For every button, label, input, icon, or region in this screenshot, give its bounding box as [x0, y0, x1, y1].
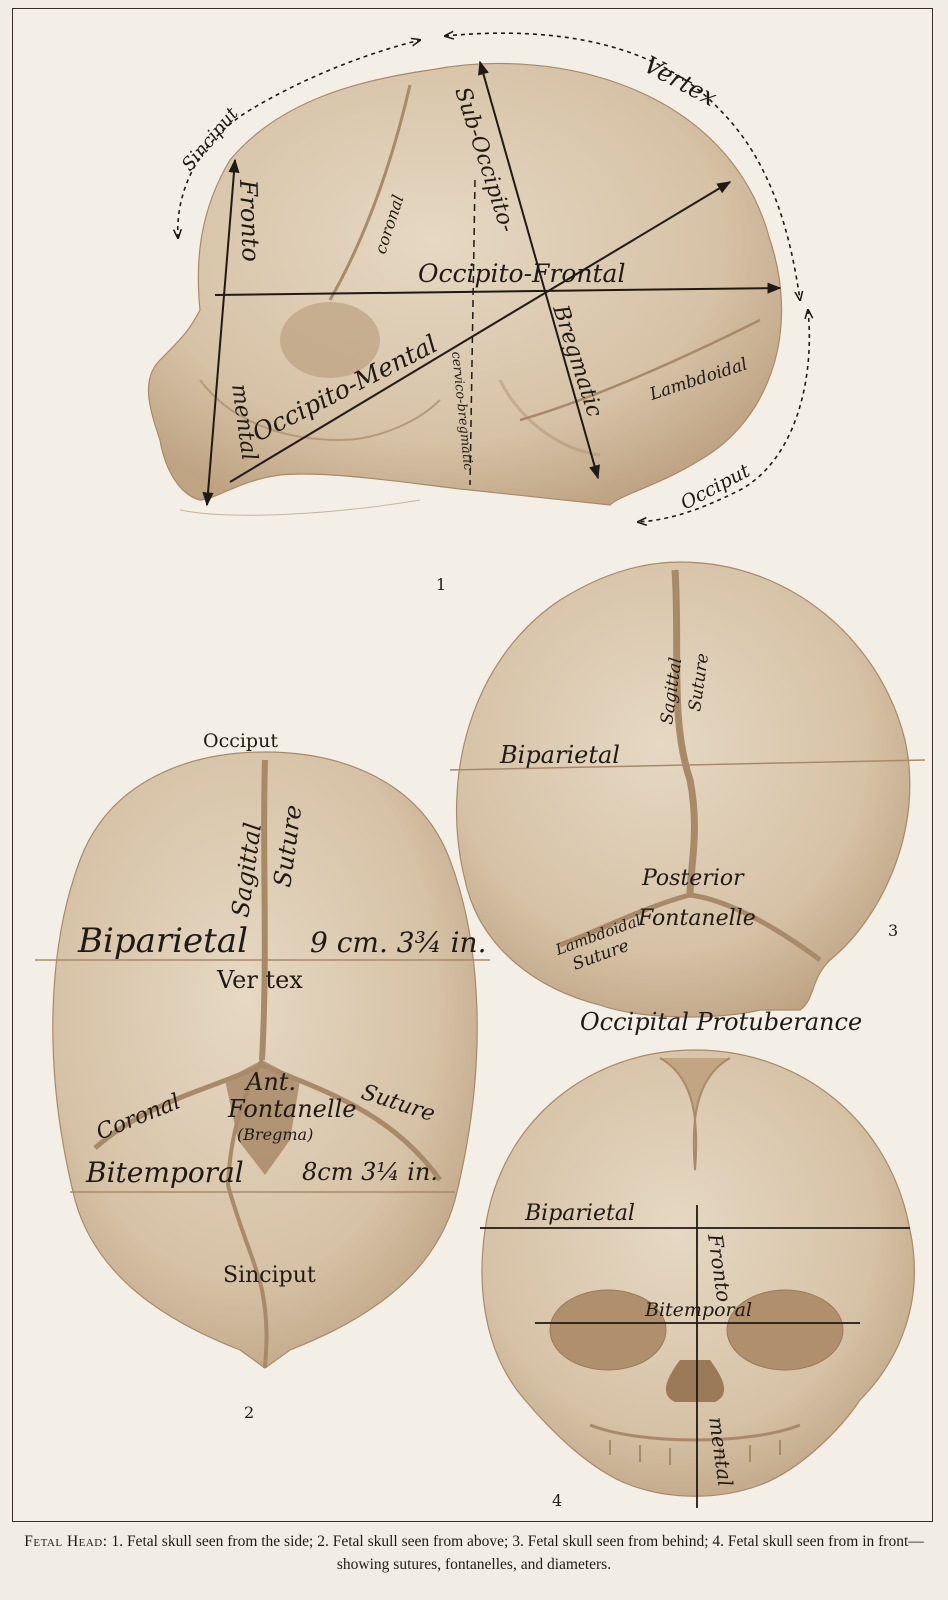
nasal-opening: [665, 1360, 725, 1402]
label-bitemporal-2: Bitemporal: [85, 1156, 244, 1189]
label-occiput-2: Occiput: [203, 730, 278, 752]
label-fontanelle-2: Fontanelle: [227, 1095, 356, 1123]
caption-text: 1. Fetal skull seen from the side; 2. Fe…: [111, 1533, 924, 1573]
label-occipito-frontal-1: Occipito-Frontal: [418, 259, 625, 288]
label-biparietal-2: Biparietal: [77, 921, 248, 961]
label-vertex-2: Ver tex: [216, 966, 303, 994]
fetal-skull-illustration: Sinciput Vertex Occiput Fronto mental co…: [35, 0, 926, 1510]
figure-number-1: 1: [436, 575, 446, 594]
label-sinciput-2: Sinciput: [223, 1263, 316, 1288]
label-ant-2: Ant.: [244, 1068, 296, 1096]
label-biparietal-measure-2: 9 cm. 3¾ in.: [310, 926, 487, 959]
figure-4-front-view: Biparietal Fronto Bitemporal mental 4: [480, 1049, 915, 1510]
label-occiput-1: Occiput: [677, 460, 754, 515]
figure-number-2: 2: [244, 1403, 254, 1422]
figure-3-back-view: Sagittal Suture Biparietal Posterior Fon…: [449, 561, 926, 1036]
label-bregma-2: (Bregma): [237, 1125, 313, 1144]
label-occipital-protuberance: Occipital Protuberance: [580, 1008, 862, 1036]
eye-socket-left: [549, 1289, 667, 1371]
label-biparietal-3: Biparietal: [499, 741, 620, 769]
figure-caption: Fetal Head: 1. Fetal skull seen from the…: [16, 1530, 932, 1576]
label-fronto-1: Fronto: [234, 178, 265, 262]
label-fontanelle-3: Fontanelle: [637, 906, 756, 931]
label-posterior-3: Posterior: [641, 866, 745, 891]
skull-3-outline: [455, 561, 911, 1018]
figure-1-side-view: Sinciput Vertex Occiput Fronto mental co…: [147, 33, 809, 594]
label-biparietal-4: Biparietal: [524, 1201, 635, 1226]
label-bitemporal-4: Bitemporal: [644, 1299, 752, 1321]
skull-4-outline: [481, 1049, 915, 1497]
label-bitemporal-measure-2: 8cm 3¼ in.: [302, 1158, 438, 1186]
figure-number-4: 4: [552, 1491, 562, 1510]
caption-lead: Fetal Head:: [24, 1533, 108, 1550]
eye-socket-right: [726, 1289, 844, 1371]
figure-number-3: 3: [888, 921, 898, 940]
figure-2-top-view: Occiput Sagittal Suture Biparietal 9 cm.…: [35, 730, 490, 1422]
